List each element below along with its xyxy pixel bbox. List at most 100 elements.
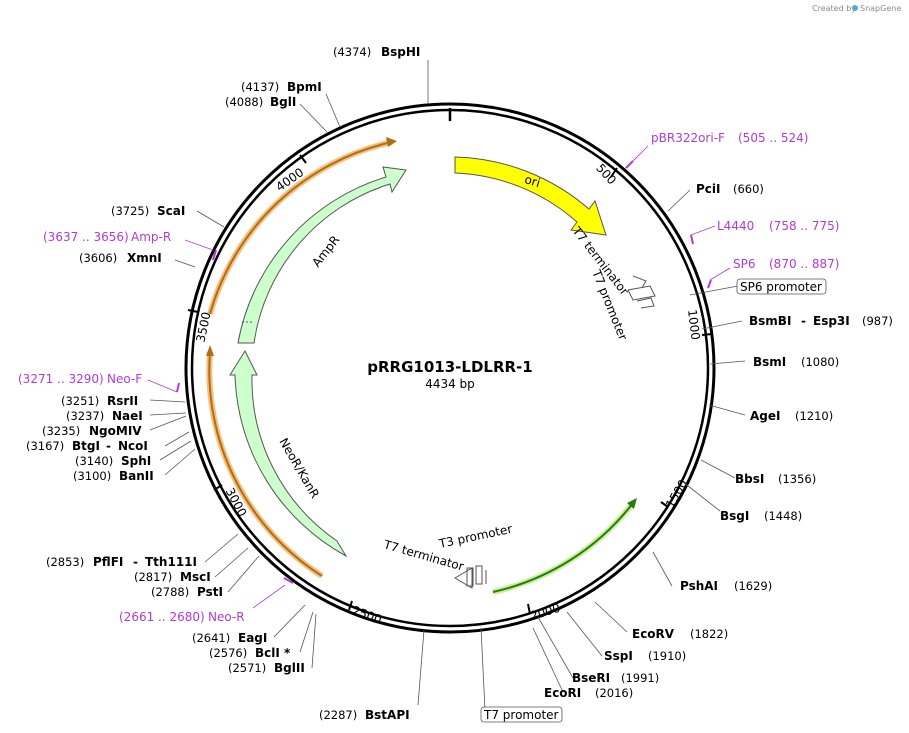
feature-neor bbox=[229, 349, 348, 558]
primer-neo-f: Neo-F bbox=[107, 372, 142, 386]
enzyme-banii: BanII bbox=[119, 469, 154, 483]
enzyme-bgli: BglI bbox=[270, 95, 296, 109]
tick-2500-mark bbox=[348, 600, 353, 611]
orf-amp bbox=[209, 141, 393, 315]
enzyme-esp3i: Esp3I bbox=[813, 314, 850, 328]
enzyme-btgi: BtgI bbox=[72, 439, 100, 453]
orf-insert bbox=[492, 502, 634, 593]
primer-amp-r-range: (3637 .. 3656) bbox=[43, 230, 129, 244]
enzyme-pshai-pos: (1629) bbox=[734, 579, 772, 593]
enzyme-eagi: EagI bbox=[238, 631, 267, 645]
plasmid-name: pRRG1013-LDLRR-1 bbox=[367, 358, 532, 376]
enzyme-bsmbi-pos: (987) bbox=[862, 314, 893, 328]
feature-ampr-label: AmpR bbox=[309, 233, 342, 270]
enzyme-bbsi: BbsI bbox=[735, 472, 764, 486]
primer-neo-r-range: (2661 .. 2680) bbox=[119, 610, 205, 624]
enzyme-bpmi-pos: (4137) bbox=[241, 80, 279, 94]
enzyme-labels: (4374) BspHI (4137) BpmI (4088) BglI (37… bbox=[26, 45, 893, 722]
enzyme-bstapi-pos: (2287) bbox=[319, 708, 357, 722]
enzyme-bsmi-pos: (1080) bbox=[801, 355, 839, 369]
center-label: pRRG1013-LDLRR-1 4434 bp bbox=[367, 358, 532, 391]
primer-leaders bbox=[147, 145, 731, 609]
t7-terminator-top-icon bbox=[627, 275, 656, 309]
sp6-promoter-label: SP6 promoter bbox=[740, 280, 822, 294]
t3-promoter-icon bbox=[454, 565, 487, 589]
enzyme-bbsi-pos: (1356) bbox=[778, 472, 816, 486]
primer-amp-r: Amp-R bbox=[131, 230, 171, 244]
tick-2000-mark bbox=[527, 603, 531, 615]
tick-1000-mark bbox=[701, 333, 713, 336]
orf-insert-highlight bbox=[492, 501, 636, 595]
enzyme-psti: PstI bbox=[197, 585, 223, 599]
enzyme-bsphi-pos: (4374) bbox=[333, 45, 371, 59]
enzyme-pcii: PciI bbox=[696, 182, 721, 196]
enzyme-ncoi: NcoI bbox=[118, 439, 148, 453]
enzyme-naei-pos: (3237) bbox=[66, 409, 104, 423]
enzyme-pflfi-pos: (2853) bbox=[46, 555, 84, 569]
primer-labels: pBR322ori-F (505 .. 524) L4440 (758 .. 7… bbox=[18, 131, 839, 624]
orf-insert-arrowhead bbox=[627, 498, 637, 509]
primer-pbr322ori-f: pBR322ori-F bbox=[651, 131, 725, 145]
primer-sp6-range: (870 .. 887) bbox=[769, 257, 839, 271]
primer-l4440: L4440 bbox=[717, 219, 754, 233]
enzyme-bglii: BglII bbox=[274, 661, 305, 675]
t7-promoter-label: T7 promoter bbox=[483, 708, 559, 722]
enzyme-bcli: BclI * bbox=[255, 646, 291, 660]
backbone bbox=[184, 102, 716, 634]
enzyme-bsgi: BsgI bbox=[720, 509, 749, 523]
enzyme-sphi: SphI bbox=[121, 454, 151, 468]
enzyme-ecori: EcoRI bbox=[544, 686, 581, 700]
tick-3000-mark bbox=[213, 484, 223, 491]
primer-neo-r: Neo-R bbox=[208, 610, 245, 624]
credit-text: Created by bbox=[812, 4, 856, 13]
backbone-outer bbox=[184, 102, 716, 634]
primer-l4440-range: (758 .. 775) bbox=[769, 219, 839, 233]
enzyme-bsphi: BspHI bbox=[381, 45, 420, 59]
enzyme-xmni: XmnI bbox=[127, 251, 162, 265]
sp6-promoter-box bbox=[736, 278, 827, 295]
tick-2000: 2000 bbox=[529, 601, 562, 623]
orf-neo-arrowhead bbox=[206, 345, 214, 356]
enzyme-pflfi: PflFI bbox=[93, 555, 123, 569]
tick-3500-mark bbox=[187, 309, 199, 313]
primer-neo-f-range: (3271 .. 3290) bbox=[18, 372, 104, 386]
orf-neo bbox=[208, 351, 323, 577]
enzyme-scai-pos: (3725) bbox=[111, 204, 149, 218]
enzyme-ecori-pos: (2016) bbox=[595, 686, 633, 700]
tick-4000-mark bbox=[299, 154, 307, 164]
enzyme-pflfi-dash: - bbox=[133, 555, 138, 569]
enzyme-banii-pos: (3100) bbox=[73, 469, 111, 483]
enzyme-ecorv: EcoRV bbox=[632, 627, 675, 641]
enzyme-bpmi: BpmI bbox=[287, 80, 322, 94]
orf-arcs bbox=[206, 137, 637, 595]
enzyme-bseri: BseRI bbox=[572, 671, 610, 685]
enzyme-msci: MscI bbox=[180, 570, 211, 584]
enzyme-bseri-pos: (1991) bbox=[621, 671, 659, 685]
primer-pbr322ori-f-range: (505 .. 524) bbox=[738, 131, 808, 145]
primer-marks bbox=[176, 160, 712, 584]
tick-3500: 3500 bbox=[194, 311, 214, 344]
feature-ori bbox=[454, 156, 607, 236]
tick-1500-mark bbox=[660, 501, 669, 508]
enzyme-msci-pos: (2817) bbox=[134, 570, 172, 584]
enzyme-bglii-pos: (2571) bbox=[228, 661, 266, 675]
tick-1000: 1000 bbox=[685, 309, 703, 341]
enzyme-eagi-pos: (2641) bbox=[192, 631, 230, 645]
enzyme-pcii-pos: (660) bbox=[733, 182, 764, 196]
tick-500: 500 bbox=[593, 161, 619, 187]
enzyme-bsmi: BsmI bbox=[753, 355, 786, 369]
enzyme-bstapi: BstAPI bbox=[365, 708, 410, 722]
enzyme-ngomiv-pos: (3235) bbox=[42, 424, 80, 438]
tick-500-mark bbox=[610, 167, 618, 178]
enzyme-pshai: PshAI bbox=[680, 579, 718, 593]
tick-2500: 2500 bbox=[350, 603, 383, 627]
enzyme-agei: AgeI bbox=[750, 409, 780, 423]
enzyme-sphi-pos: (3140) bbox=[75, 454, 113, 468]
credit-brand: SnapGene bbox=[860, 4, 901, 13]
enzyme-btgi-pos: (3167) bbox=[26, 439, 64, 453]
enzyme-leaders bbox=[149, 60, 746, 711]
features: ori AmpR NeoR/KanR bbox=[229, 156, 607, 558]
enzyme-tth111i: Tth111I bbox=[145, 555, 197, 569]
enzyme-bgli-pos: (4088) bbox=[225, 95, 263, 109]
enzyme-agei-pos: (1210) bbox=[795, 409, 833, 423]
